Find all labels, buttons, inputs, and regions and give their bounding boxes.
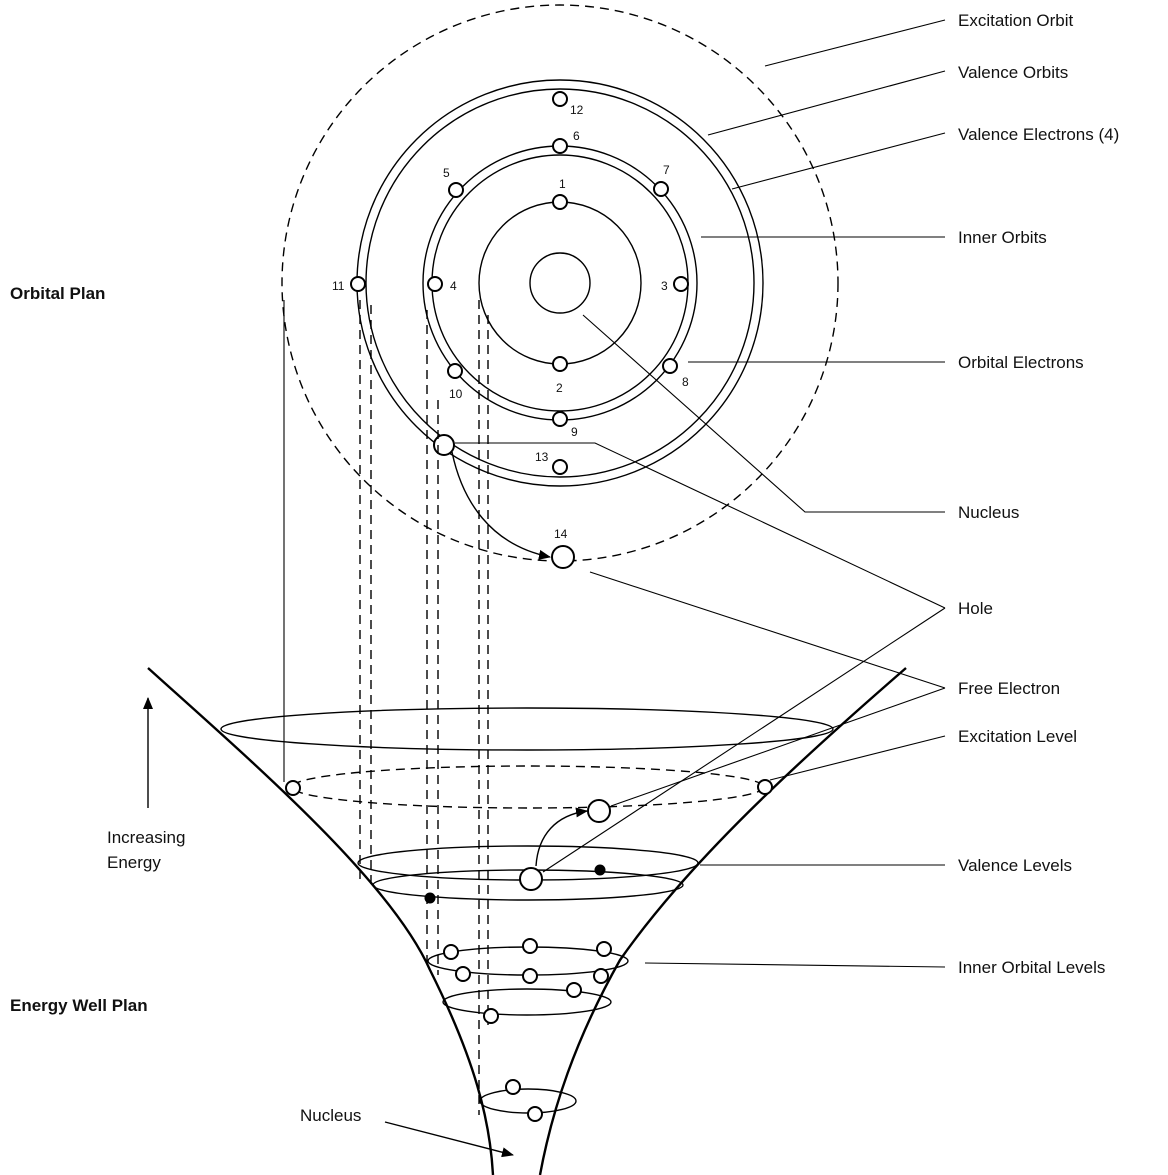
callout-valence-electrons: Valence Electrons (4) bbox=[958, 125, 1119, 144]
excitation-arrow bbox=[451, 451, 551, 560]
electron-number-11: 11 bbox=[332, 279, 345, 293]
callout-excitation-orbit: Excitation Orbit bbox=[958, 11, 1074, 30]
orbital-plan-title: Orbital Plan bbox=[10, 284, 105, 303]
electron-number-14: 14 bbox=[554, 527, 568, 541]
electron-5 bbox=[448, 182, 464, 198]
energy-well-plan-title: Energy Well Plan bbox=[10, 996, 148, 1015]
electron-number-4: 4 bbox=[450, 279, 457, 293]
excitation-level-ring bbox=[291, 765, 765, 809]
valence-orbit-inner bbox=[365, 88, 755, 478]
electron-number-9: 9 bbox=[571, 425, 578, 439]
callout-inner-orbits: Inner Orbits bbox=[958, 228, 1047, 247]
electron-number-12: 12 bbox=[570, 103, 584, 117]
leader-valence-orbits bbox=[707, 70, 946, 136]
callout-excitation-level: Excitation Level bbox=[958, 727, 1077, 746]
electron-11 bbox=[350, 276, 366, 292]
well-excitation-arrow bbox=[535, 807, 588, 867]
electron-number-2: 2 bbox=[556, 381, 563, 395]
leader-valence-electrons bbox=[731, 132, 946, 190]
electron-3 bbox=[673, 276, 689, 292]
callout-nucleus: Nucleus bbox=[958, 503, 1019, 522]
increasing-energy-label-2: Energy bbox=[107, 853, 161, 872]
electron-10 bbox=[447, 363, 463, 379]
hole-orbit bbox=[433, 434, 455, 456]
inner-electron-b bbox=[522, 938, 538, 954]
electron-number-3: 3 bbox=[661, 279, 668, 293]
excitation-electron-right bbox=[757, 779, 773, 795]
free-electron-well bbox=[587, 799, 611, 823]
valence-electron-dot-2 bbox=[424, 892, 436, 904]
inner-electron-d bbox=[455, 966, 471, 982]
electron-8 bbox=[662, 358, 678, 374]
electron-9 bbox=[552, 411, 568, 427]
free-electron-14 bbox=[551, 545, 575, 569]
leader-excitation-orbit bbox=[764, 19, 946, 67]
inner-orbit-innermost bbox=[478, 201, 642, 365]
inner-electron-f bbox=[593, 968, 609, 984]
increasing-energy-label-1: Increasing bbox=[107, 828, 185, 847]
deep-electron-b bbox=[527, 1106, 543, 1122]
electron-number-10: 10 bbox=[449, 387, 463, 401]
electron-number-6: 6 bbox=[573, 129, 580, 143]
inner-electron-e bbox=[522, 968, 538, 984]
electron-number-5: 5 bbox=[443, 166, 450, 180]
leader-hole-orbit bbox=[455, 442, 946, 609]
inner-orbit-middle bbox=[431, 154, 689, 412]
deep-electron-a bbox=[505, 1079, 521, 1095]
callout-valence-orbits: Valence Orbits bbox=[958, 63, 1068, 82]
electron-number-13: 13 bbox=[535, 450, 549, 464]
callout-inner-orbital-levels: Inner Orbital Levels bbox=[958, 958, 1105, 977]
nucleus-arrow bbox=[384, 1121, 514, 1158]
callout-valence-levels: Valence Levels bbox=[958, 856, 1072, 875]
leader-free-electron-orbit bbox=[589, 571, 946, 689]
hole-well bbox=[519, 867, 543, 891]
inner-electron-h bbox=[483, 1008, 499, 1024]
electron-6 bbox=[552, 138, 568, 154]
electron-7 bbox=[653, 181, 669, 197]
top-energy-ring bbox=[220, 707, 834, 751]
inner-electron-c bbox=[596, 941, 612, 957]
inner-level-lower bbox=[442, 988, 612, 1016]
callout-hole: Hole bbox=[958, 599, 993, 618]
leader-excitation-level bbox=[769, 735, 946, 781]
electron-number-1: 1 bbox=[559, 177, 566, 191]
inner-electron-a bbox=[443, 944, 459, 960]
electron-number-7: 7 bbox=[663, 163, 670, 177]
deepest-level bbox=[479, 1088, 577, 1114]
nucleus-bottom-label: Nucleus bbox=[300, 1106, 361, 1125]
leader-nucleus bbox=[582, 314, 945, 513]
electron-2 bbox=[552, 356, 568, 372]
energy-well-left-wall bbox=[147, 667, 495, 1175]
electron-4 bbox=[427, 276, 443, 292]
valence-electron-dot-1 bbox=[594, 864, 606, 876]
electron-12 bbox=[552, 91, 568, 107]
excitation-electron-left bbox=[285, 780, 301, 796]
electron-number-8: 8 bbox=[682, 375, 689, 389]
callout-free-electron: Free Electron bbox=[958, 679, 1060, 698]
energy-well-right-wall bbox=[538, 667, 907, 1175]
leader-inner-orbital-levels bbox=[644, 962, 946, 968]
nucleus-circle bbox=[529, 252, 591, 314]
leader-free-electron-well bbox=[610, 687, 946, 807]
callout-orbital-electrons: Orbital Electrons bbox=[958, 353, 1084, 372]
electron-1 bbox=[552, 194, 568, 210]
electron-13 bbox=[552, 459, 568, 475]
inner-electron-g bbox=[566, 982, 582, 998]
leader-hole-well bbox=[542, 607, 946, 873]
